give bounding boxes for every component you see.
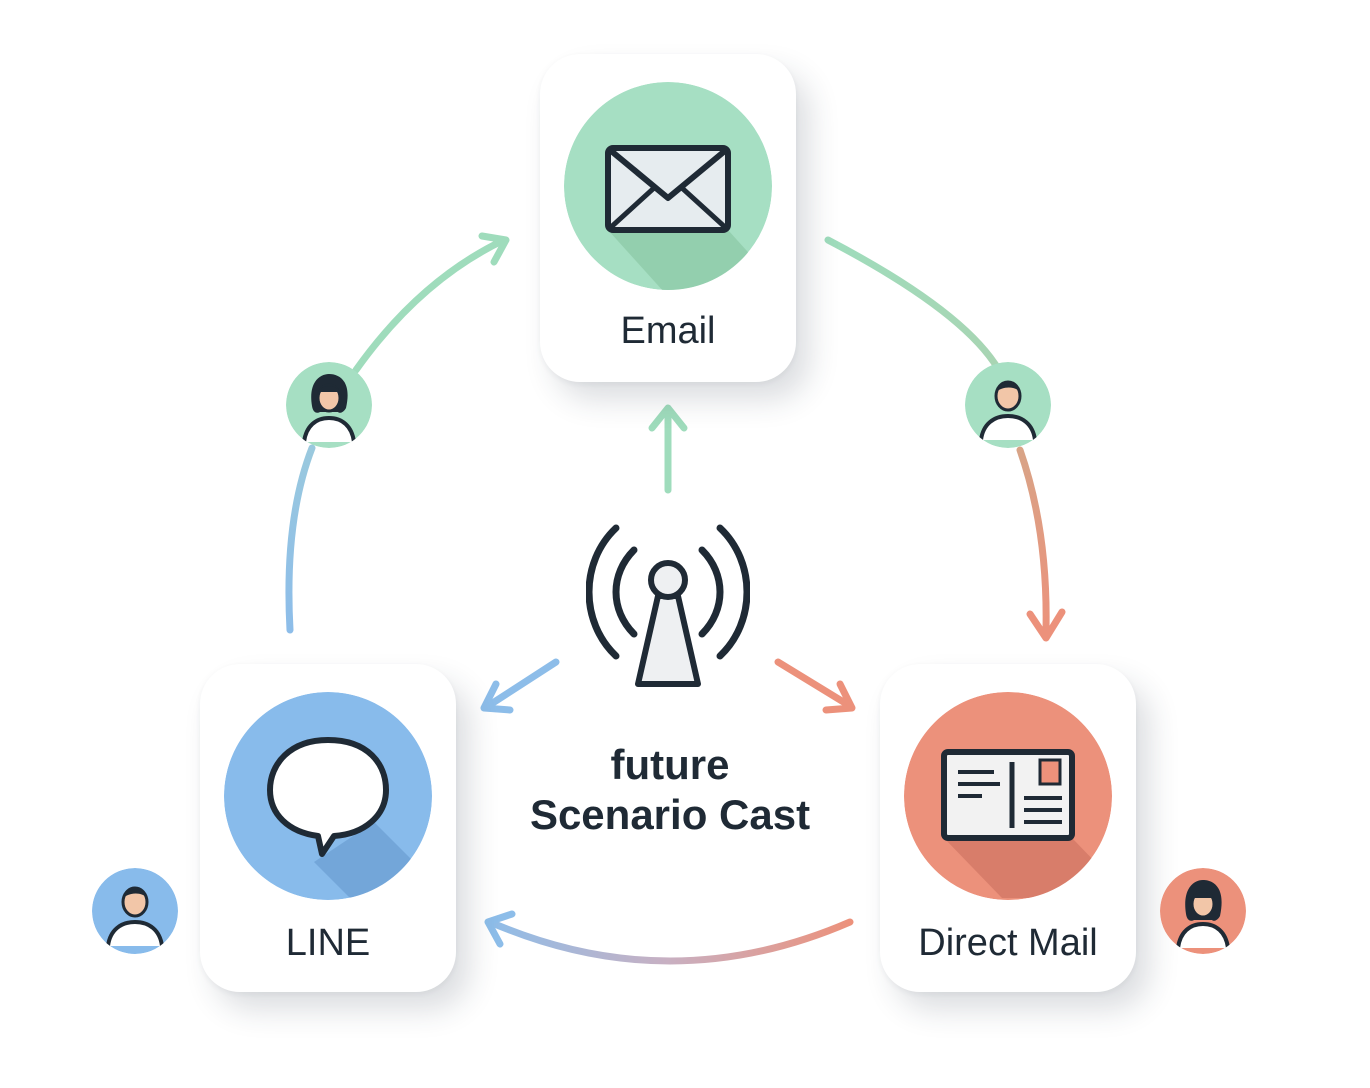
arrowhead-center-line	[480, 680, 514, 714]
envelope-icon	[564, 82, 772, 290]
arrowhead-email-left	[478, 232, 510, 266]
man-avatar-icon	[92, 868, 178, 954]
arrowhead-center-direct-mail	[822, 680, 856, 714]
arrowhead-center-email	[648, 404, 688, 432]
woman-avatar-icon	[1160, 868, 1246, 954]
arrow-line-to-email-upper	[352, 236, 508, 374]
channel-card-direct-mail: Direct Mail	[880, 664, 1136, 992]
woman-avatar-icon	[286, 362, 372, 448]
channel-card-email: Email	[540, 54, 796, 382]
channel-card-line: LINE	[200, 664, 456, 992]
channel-label: Email	[620, 310, 716, 352]
arrow-line-to-email-lower	[285, 444, 316, 634]
title-line-2: Scenario Cast	[529, 791, 811, 838]
channel-label: Direct Mail	[918, 922, 1098, 964]
arrowhead-direct-mail	[1026, 608, 1066, 642]
channel-label: LINE	[285, 922, 371, 964]
arrow-center-to-line	[484, 658, 560, 710]
arrow-direct-mail-to-line	[486, 918, 854, 965]
diagram-title: future Scenario Cast	[470, 740, 870, 840]
arrow-center-to-direct-mail	[774, 658, 854, 710]
broadcast-antenna-icon	[585, 522, 751, 692]
postcard-icon	[904, 692, 1112, 900]
man-avatar-icon	[965, 362, 1051, 448]
title-line-1: future	[610, 741, 730, 788]
arrow-email-to-direct-mail-lower	[1016, 446, 1050, 634]
arrowhead-line-bottom	[484, 910, 516, 948]
speech-bubble-icon	[224, 692, 432, 900]
